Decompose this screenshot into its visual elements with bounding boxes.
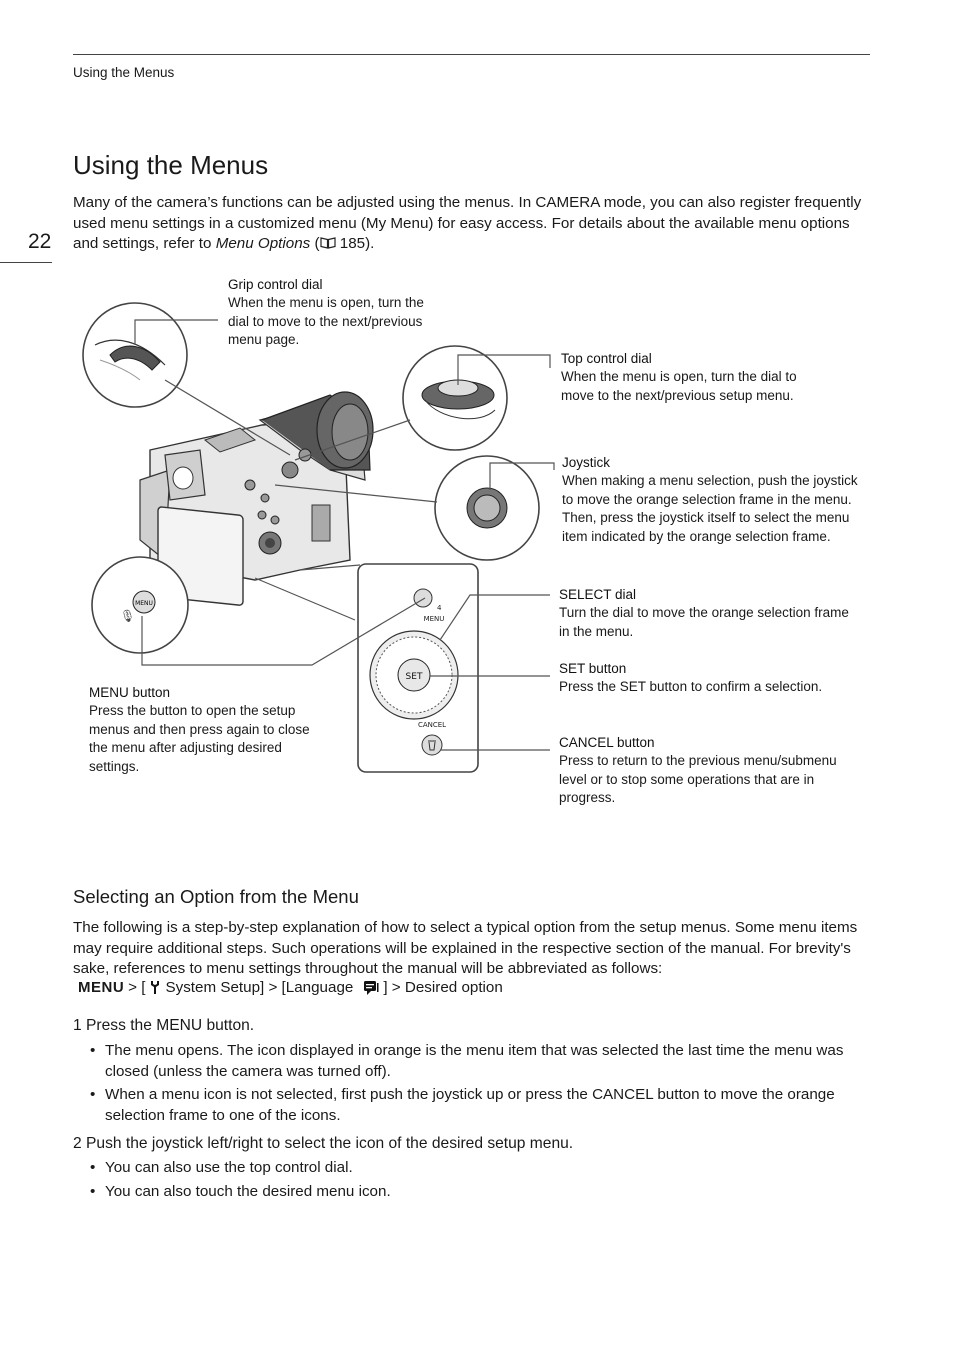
callout-desc: Turn the dial to move the orange selecti… [559,605,849,639]
callout-title: Joystick [562,455,611,470]
intro-text: Many of the camera’s functions can be ad… [73,194,862,253]
callout-desc: Press the button to open the setup menus… [89,703,310,774]
bullet-text: You can also use the top control dial. [105,1159,353,1176]
callout-desc: When making a menu selection, push the j… [562,473,858,544]
callout-title: Grip control dial [228,277,323,292]
menu-button-glyph: MENU [135,600,153,607]
callout-top-control-dial: Top control dial When the menu is open, … [561,350,826,405]
path-part-3: ] > Desired option [383,979,503,996]
callout-title: SELECT dial [559,587,637,602]
callout-cancel-button: CANCEL button Press to return to the pre… [559,734,864,808]
callout-joystick: Joystick When making a menu selection, p… [562,454,862,546]
callout-title: Top control dial [561,351,652,366]
callout-menu-button: MENU button Press the button to open the… [89,684,329,776]
step-1: 1 Press the MENU button. [73,1017,255,1034]
step-1-bullet: •When a menu icon is not selected, first… [90,1085,870,1126]
header-rule [73,54,870,55]
grip-dial-zoom [82,302,188,408]
set-label-small: SET [406,672,423,682]
callout-desc: When the menu is open, turn the dial to … [561,369,797,403]
page-number: 22 [28,230,52,253]
leader-lines [134,319,555,751]
page-number-rule [0,262,52,263]
page-ref: 185). [335,235,375,253]
step-2-bullet: •You can also touch the desired menu ico… [90,1182,870,1203]
callout-select-dial: SELECT dial Turn the dial to move the or… [559,586,849,641]
svg-text:🎙: 🎙 [120,609,135,623]
menu-button-zoom: MENU 🎙 [91,556,189,654]
bullet-text: When a menu icon is not selected, first … [105,1086,835,1124]
step-2: 2 Push the joystick left/right to select… [73,1135,574,1152]
path-part-2: System Setup] > [Language [165,979,354,996]
section-body: The following is a step-by-step explanat… [73,919,858,978]
callout-title: SET button [559,661,627,676]
wrench-icon [149,980,161,995]
bullet-text: You can also touch the desired menu icon… [105,1183,391,1200]
callout-desc: When the menu is open, turn the dial to … [228,295,424,348]
path-part-1: > [ [128,979,146,996]
joystick-zoom [434,455,540,561]
intro-paragraph: Many of the camera’s functions can be ad… [73,194,862,253]
book-icon [319,235,336,249]
callout-desc: Press the SET button to confirm a select… [559,679,823,695]
cancel-label-small: CANCEL [418,721,446,729]
callout-desc: Press to return to the previous menu/sub… [559,753,837,806]
step-2-bullet: •You can also use the top control dial. [90,1158,870,1179]
running-title: Using the Menus [73,65,175,80]
bullet-text: The menu opens. The icon displayed in or… [105,1042,844,1080]
camera-diagram: MENU 🎙 4 MENU SET CANCEL [82,302,555,773]
menu-label-small: MENU [424,615,445,623]
menu-path: MENU > [ System Setup] > [Language ] > D… [78,979,503,996]
callout-title: MENU button [89,685,171,700]
language-icon [363,980,379,996]
section-title: Selecting an Option from the Menu [73,886,359,907]
menu-glyph: MENU [78,979,125,996]
menu-options-link[interactable]: Menu Options [215,235,311,253]
step-1-bullet: •The menu opens. The icon displayed in o… [90,1041,870,1082]
top-dial-zoom [402,345,508,451]
page-title: Using the Menus [73,150,269,180]
callout-title: CANCEL button [559,735,655,750]
callout-set-button: SET button Press the SET button to confi… [559,660,859,697]
four-label: 4 [437,604,442,612]
back-panel-zoom: 4 MENU SET CANCEL [357,563,479,773]
camera-illustration [139,391,374,606]
callout-grip-control-dial: Grip control dial When the menu is open,… [228,276,443,350]
